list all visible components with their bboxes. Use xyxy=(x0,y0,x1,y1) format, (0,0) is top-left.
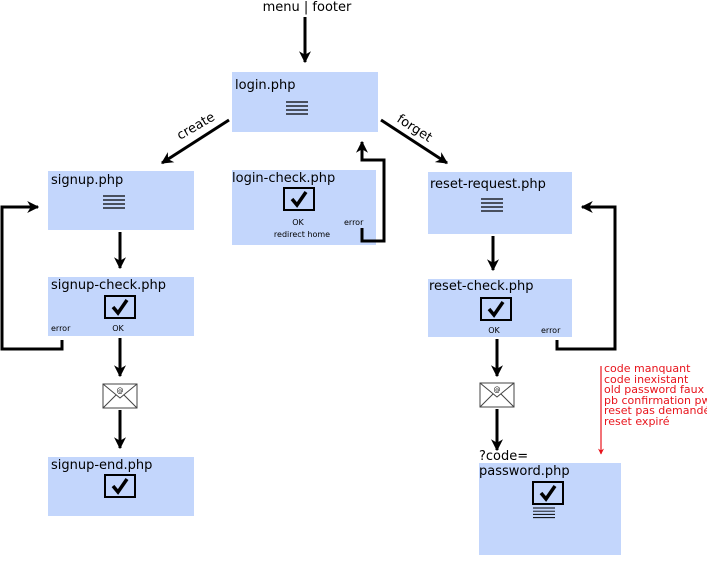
create-arrow xyxy=(160,118,230,165)
entry-label: menu | footer xyxy=(263,0,352,15)
password-node[interactable]: password.php xyxy=(479,463,621,555)
forget-arrow xyxy=(380,118,449,165)
error-case: pb confirmation pw xyxy=(604,394,707,407)
reset-request-title: reset-request.php xyxy=(430,177,546,192)
login-title: login.php xyxy=(235,78,296,93)
reset-check-node[interactable]: reset-check.php OK error xyxy=(428,279,572,337)
error-label: error xyxy=(541,326,561,335)
create-label: create xyxy=(175,110,218,144)
signup-error-arrow xyxy=(0,201,64,351)
signup-node[interactable]: signup.php xyxy=(48,171,194,230)
error-case: reset pas demandé xyxy=(604,404,707,417)
code-param-label: ?code= xyxy=(479,449,528,464)
mail-icon xyxy=(102,383,138,409)
error-case: old password faux xyxy=(604,383,705,396)
signup-check-node[interactable]: signup-check.php OK error xyxy=(48,277,194,336)
login-error-arrow xyxy=(356,140,386,243)
error-case: code manquant xyxy=(604,362,691,375)
login-check-title: login-check.php xyxy=(232,171,335,186)
password-title: password.php xyxy=(479,464,570,479)
reset-check-title: reset-check.php xyxy=(429,279,534,294)
signup-check-title: signup-check.php xyxy=(51,278,166,293)
error-case: reset expiré xyxy=(604,415,670,428)
ok-label: OK xyxy=(112,324,124,333)
signup-end-node[interactable]: signup-end.php xyxy=(48,457,194,516)
error-label: error xyxy=(344,218,364,227)
error-case: code inexistant xyxy=(604,373,689,386)
reset-request-node[interactable]: reset-request.php xyxy=(428,172,572,234)
login-check-node[interactable]: login-check.php OK redirect home error xyxy=(232,170,376,245)
reset-error-arrow xyxy=(555,201,617,351)
signup-end-title: signup-end.php xyxy=(51,458,152,473)
reset-error-list: code manquant code inexistant old passwo… xyxy=(604,362,707,428)
ok-label: OK xyxy=(488,326,500,335)
mail-icon xyxy=(479,382,515,408)
error-label: error xyxy=(51,324,71,333)
ok-label: OK xyxy=(292,218,304,227)
login-page-node[interactable]: login.php xyxy=(232,72,378,132)
signup-title: signup.php xyxy=(51,173,123,188)
redirect-home-label: redirect home xyxy=(274,230,330,239)
